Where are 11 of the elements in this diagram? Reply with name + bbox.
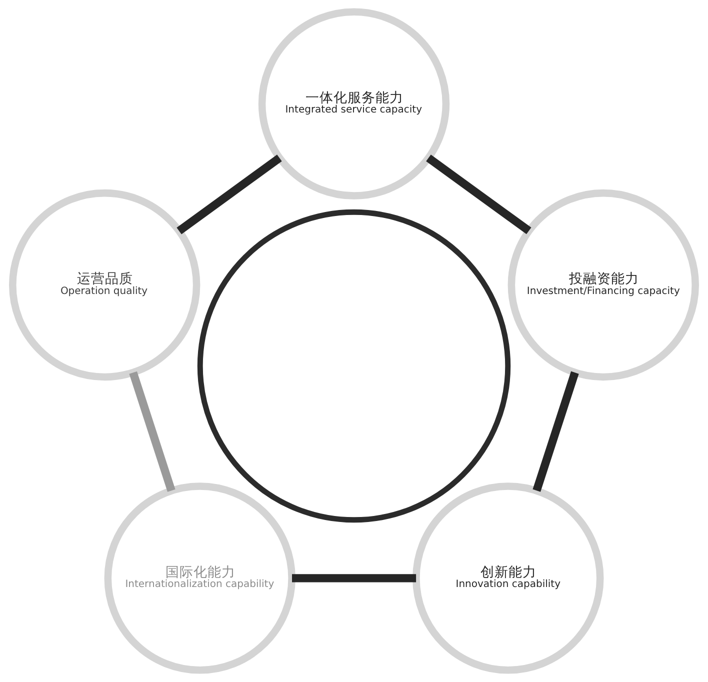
connector <box>176 154 282 234</box>
connector <box>532 371 579 492</box>
node-circle <box>197 209 511 523</box>
connector <box>292 574 416 582</box>
connector <box>129 371 176 492</box>
node-circle: 运营品质 Operation quality <box>9 189 200 381</box>
connector <box>426 154 532 234</box>
node-circle: 国际化能力 Internationalization capability <box>104 482 296 674</box>
node-circle: 投融资能力 Investment/Financing capacity <box>508 189 699 381</box>
node-circle: 创新能力 Innovation capability <box>412 482 604 674</box>
node-circle: 一体化服务能力 Integrated service capacity <box>258 8 450 200</box>
